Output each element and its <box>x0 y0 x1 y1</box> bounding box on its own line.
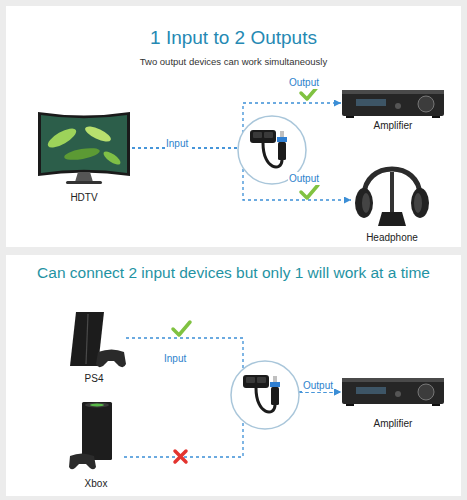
splitter-tip <box>280 131 284 137</box>
cross-mark <box>175 451 186 462</box>
amp-foot <box>346 116 354 118</box>
splitter-port <box>253 132 262 138</box>
splitter-hub <box>250 130 276 143</box>
amp-body <box>342 90 444 116</box>
panel-subtitle: Two output devices can work simultaneous… <box>6 56 461 68</box>
ear-cup <box>355 188 373 218</box>
splitter-hub <box>243 375 269 388</box>
edge-label-holder: Output <box>288 72 320 90</box>
panel-title: 1 Input to 2 Outputs <box>6 27 461 49</box>
stand-post <box>390 172 394 214</box>
controller <box>69 454 96 470</box>
stand-base <box>378 212 406 226</box>
ear-pad <box>362 193 370 213</box>
amp-display <box>356 99 386 106</box>
device-label: PS4 <box>85 372 104 385</box>
splitter-illustration <box>231 361 299 429</box>
tv-screen <box>41 115 127 173</box>
amp-knob <box>418 96 434 112</box>
device-label: Xbox <box>85 477 108 490</box>
tv-stand <box>75 172 93 182</box>
console-vent-glow <box>90 404 104 407</box>
tv-leaf <box>45 125 79 151</box>
amp-foot <box>432 404 440 406</box>
check-mark <box>301 185 318 198</box>
flow-label: Input <box>165 137 189 150</box>
console-body <box>82 402 112 460</box>
edge-label: Output <box>288 76 320 89</box>
amp-display <box>356 387 386 394</box>
tv-base <box>66 181 102 184</box>
device-label: HDTV <box>70 191 97 204</box>
splitter-port <box>264 132 273 138</box>
amp-button <box>395 391 401 397</box>
splitter-circle <box>231 361 299 429</box>
splitter-plug <box>278 142 286 160</box>
check-mark <box>173 322 190 335</box>
edge-label-holder: Output <box>288 168 320 186</box>
headband <box>364 169 420 196</box>
amp-button <box>395 103 401 109</box>
console-vent <box>85 403 109 408</box>
edge-label-holder: Input <box>163 348 187 366</box>
ear-pad <box>414 193 422 213</box>
amp-top <box>342 90 444 94</box>
controller <box>96 350 126 368</box>
tv-illustration <box>38 112 130 184</box>
tv-leaf <box>63 146 100 162</box>
tv-leaf <box>102 149 123 167</box>
splitter-ring <box>277 137 287 142</box>
xbox-illustration <box>69 402 112 469</box>
amplifier-illustration <box>342 378 444 406</box>
headphone-illustration <box>355 169 429 226</box>
edge-label: Input <box>163 352 187 365</box>
amp-body <box>342 378 444 404</box>
splitter-port <box>257 377 266 383</box>
amplifier-illustration <box>342 90 444 118</box>
signal-connector <box>132 103 341 148</box>
device-label: Amplifier <box>374 119 413 132</box>
tv-leaf <box>83 124 113 145</box>
flow-label-holder: Output <box>302 375 334 393</box>
flow-label-holder: Input <box>165 133 189 151</box>
edge-label: Output <box>288 172 320 185</box>
splitter-ring <box>270 382 280 387</box>
ear-cup <box>411 188 429 218</box>
ps4-illustration <box>70 312 126 367</box>
amp-foot <box>346 404 354 406</box>
amp-top <box>342 378 444 382</box>
amp-foot <box>432 116 440 118</box>
splitter-plug <box>271 387 279 405</box>
flow-label: Output <box>302 379 334 392</box>
tv-bezel <box>38 112 130 176</box>
device-label: Headphone <box>366 231 418 244</box>
device-label: Amplifier <box>374 417 413 430</box>
splitter-port <box>246 377 255 383</box>
panel-title: Can connect 2 input devices but only 1 w… <box>6 263 461 282</box>
splitter-tip <box>273 376 277 382</box>
amp-knob <box>418 384 434 400</box>
console-groove <box>86 314 88 364</box>
